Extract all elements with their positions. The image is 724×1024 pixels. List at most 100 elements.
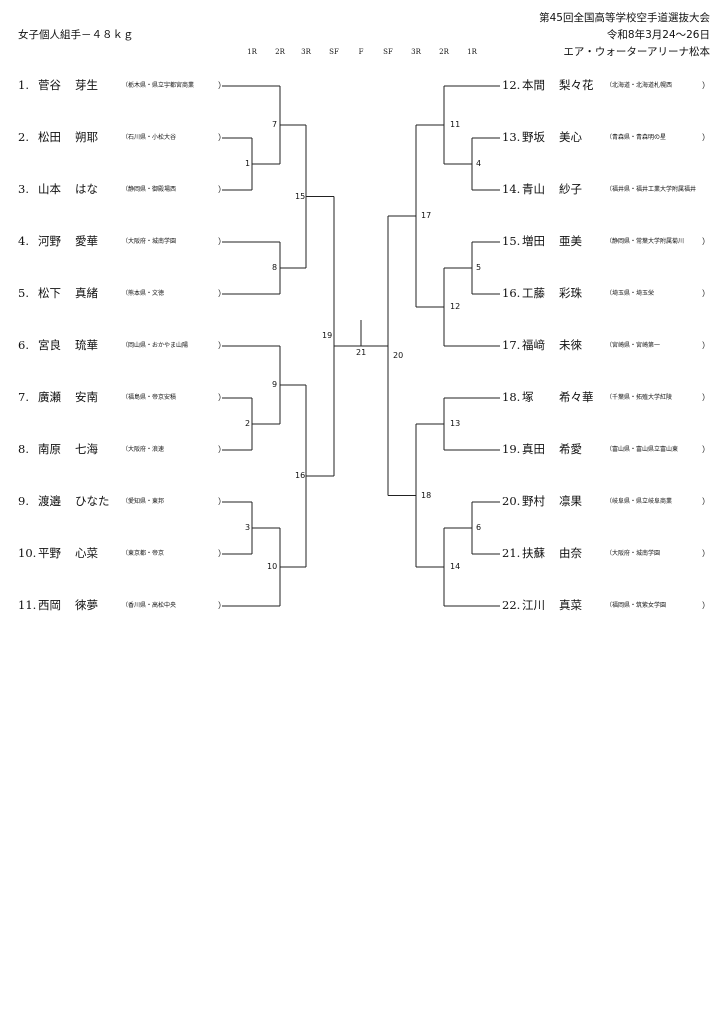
match-number: 15: [295, 191, 306, 201]
match-number: 19: [322, 331, 333, 341]
seed-number: 15.: [502, 234, 521, 248]
seed-number: 1.: [18, 78, 29, 92]
match-number: 17: [421, 211, 432, 220]
school-close: ）: [702, 445, 710, 454]
seed-number: 9.: [18, 494, 29, 508]
match-number: 14: [450, 562, 461, 571]
school-close: ）: [218, 341, 226, 350]
category-title: 女子個人組手－４８ｋｇ: [18, 29, 134, 41]
school: （大阪府・浪速: [122, 446, 165, 453]
school: （静岡県・常葉大学附属菊川: [606, 238, 685, 245]
surname: 菅谷: [38, 78, 61, 92]
surname: 廣瀬: [38, 390, 61, 404]
school: （岡山県・おかやま山陽: [122, 342, 189, 349]
given-name: 亜美: [559, 234, 582, 248]
surname: 平野: [38, 546, 61, 560]
seed-number: 18.: [502, 390, 521, 404]
surname: 野坂: [522, 130, 545, 144]
round-label: SF: [329, 48, 339, 56]
seed-number: 7.: [18, 390, 29, 404]
surname: 松田: [38, 130, 61, 144]
seed-number: 5.: [18, 286, 29, 300]
seed-number: 16.: [502, 286, 521, 300]
seed-number: 20.: [502, 494, 521, 508]
given-name: 由奈: [559, 546, 582, 560]
match-number: 11: [450, 120, 461, 129]
match-number: 5: [476, 263, 482, 272]
given-name: 未徠: [559, 338, 582, 352]
school-close: ）: [702, 341, 710, 350]
school: （福井県・福井工業大学附属福井: [606, 186, 697, 193]
match-number: 13: [450, 419, 461, 428]
round-label: 1R: [467, 48, 477, 56]
school-close: ）: [218, 289, 226, 298]
seed-number: 19.: [502, 442, 521, 456]
round-label: 1R: [247, 48, 257, 56]
surname: 南原: [38, 442, 61, 456]
match-number: 7: [272, 120, 278, 129]
surname: 江川: [522, 598, 545, 612]
school-close: ）: [218, 393, 226, 402]
match-number: 2: [245, 419, 251, 428]
given-name: 七海: [75, 442, 98, 456]
match-number: 12: [450, 302, 461, 311]
match-number: 4: [476, 159, 482, 168]
surname: 宮良: [38, 338, 61, 352]
given-name: 凛果: [559, 494, 582, 508]
school: （愛知県・東邦: [122, 498, 165, 505]
school-close: ）: [218, 237, 226, 246]
school-close: ）: [702, 549, 710, 558]
given-name: 愛華: [75, 234, 98, 248]
surname: 塚: [522, 390, 534, 404]
school-close: ）: [218, 601, 226, 610]
surname: 扶蘇: [522, 546, 545, 560]
surname: 青山: [522, 182, 545, 196]
school: （埼玉県・埼玉栄: [606, 290, 655, 297]
school-close: ）: [218, 133, 226, 142]
school: （大阪府・城南学園: [122, 238, 177, 245]
school: （岐阜県・県立岐阜商業: [606, 498, 673, 505]
match-number: 21: [356, 348, 367, 357]
school: （福岡県・筑紫女学園: [606, 602, 667, 609]
school-close: ）: [702, 289, 710, 298]
school-close: ）: [702, 237, 710, 246]
school-close: ）: [702, 133, 710, 142]
school: （宮崎県・宮崎第一: [606, 342, 661, 349]
surname: 本間: [522, 78, 545, 92]
seed-number: 14.: [502, 182, 521, 196]
given-name: 希愛: [559, 442, 582, 456]
school: （大阪府・城南学園: [606, 550, 661, 557]
seed-number: 22.: [502, 598, 521, 612]
event-venue: エア・ウォーターアリーナ松本: [563, 46, 710, 58]
match-number: 16: [295, 471, 306, 480]
event-date: 令和8年3月24～26日: [606, 29, 710, 41]
school-close: ）: [702, 601, 710, 610]
surname: 松下: [38, 286, 61, 300]
round-label: 2R: [439, 48, 449, 56]
given-name: 朔耶: [75, 130, 98, 144]
round-label: 2R: [275, 48, 285, 56]
school-close: ）: [218, 497, 226, 506]
seed-number: 21.: [502, 546, 521, 560]
school-close: ）: [218, 81, 226, 90]
match-number: 8: [272, 263, 278, 272]
school: （静岡県・御殿場西: [122, 186, 177, 193]
seed-number: 13.: [502, 130, 521, 144]
given-name: 真緒: [75, 286, 98, 300]
seed-number: 4.: [18, 234, 29, 248]
given-name: 徠夢: [75, 598, 98, 612]
school-close: ）: [702, 393, 710, 402]
school: （富山県・富山県立富山東: [606, 446, 679, 453]
given-name: 琉華: [75, 338, 98, 352]
round-label: 3R: [301, 48, 311, 56]
surname: 福﨑: [522, 338, 545, 352]
surname: 渡邉: [38, 494, 61, 508]
surname: 西岡: [38, 598, 61, 612]
given-name: 希々華: [559, 390, 594, 404]
given-name: 梨々花: [559, 78, 594, 92]
school: （東京都・帝京: [122, 550, 165, 557]
round-label: 3R: [411, 48, 421, 56]
seed-number: 3.: [18, 182, 29, 196]
seed-number: 10.: [18, 546, 37, 560]
